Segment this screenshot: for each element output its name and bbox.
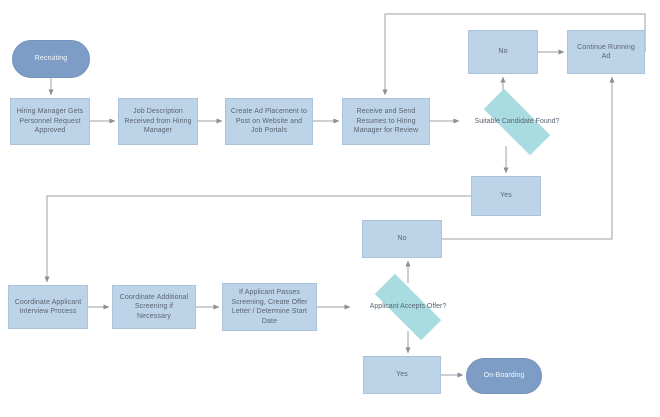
node-create-ad[interactable]: Create Ad Placement to Post on Website a… bbox=[225, 98, 313, 145]
node-label-receive-resumes: Receive and Send Resumes to Hiring Manag… bbox=[353, 108, 419, 135]
node-on-boarding[interactable]: On-Boarding bbox=[466, 358, 542, 394]
connector-continue-ad-loop-to-receive bbox=[382, 13, 646, 96]
node-coordinate-interview[interactable]: Coordinate Applicant Interview Process bbox=[8, 285, 88, 329]
node-suitable-no[interactable]: No bbox=[468, 30, 538, 74]
node-label-suitable-no: No bbox=[498, 48, 508, 56]
node-label-accepts-no: No bbox=[397, 235, 407, 243]
node-label-additional-screening: Coordinate Additional Screening if Neces… bbox=[119, 293, 189, 320]
connector-accepts-no-to-continue-ad bbox=[442, 76, 615, 240]
node-accepts-no[interactable]: No bbox=[362, 220, 442, 258]
node-continue-ad[interactable]: Continue Running Ad bbox=[567, 30, 645, 74]
node-label-job-description: Job Description Received from Hiring Man… bbox=[124, 108, 192, 135]
node-label-continue-ad: Continue Running Ad bbox=[577, 43, 635, 61]
node-receive-resumes[interactable]: Receive and Send Resumes to Hiring Manag… bbox=[342, 98, 430, 145]
node-label-offer-letter: If Applicant Passes Screening, Create Of… bbox=[231, 289, 308, 325]
node-label-suitable-yes: Yes bbox=[500, 192, 512, 200]
node-additional-screening[interactable]: Coordinate Additional Screening if Neces… bbox=[112, 285, 196, 329]
node-label-on-boarding: On-Boarding bbox=[483, 372, 525, 380]
node-offer-letter[interactable]: If Applicant Passes Screening, Create Of… bbox=[222, 283, 317, 331]
node-recruiting[interactable]: Recruiting bbox=[12, 40, 90, 78]
node-label-hiring-manager: Hiring Manager Gets Personnel Request Ap… bbox=[16, 108, 84, 135]
node-label-accepts-yes: Yes bbox=[396, 371, 408, 379]
node-job-description[interactable]: Job Description Received from Hiring Man… bbox=[118, 98, 198, 145]
node-suitable-yes[interactable]: Yes bbox=[471, 176, 541, 216]
node-label-recruiting: Recruiting bbox=[34, 55, 68, 63]
node-label-create-ad: Create Ad Placement to Post on Website a… bbox=[230, 108, 308, 135]
connector-yes-to-coordinate-interview bbox=[44, 195, 471, 283]
node-accepts-yes[interactable]: Yes bbox=[363, 356, 441, 394]
node-hiring-manager[interactable]: Hiring Manager Gets Personnel Request Ap… bbox=[10, 98, 90, 145]
node-label-coordinate-interview: Coordinate Applicant Interview Process bbox=[14, 298, 82, 316]
